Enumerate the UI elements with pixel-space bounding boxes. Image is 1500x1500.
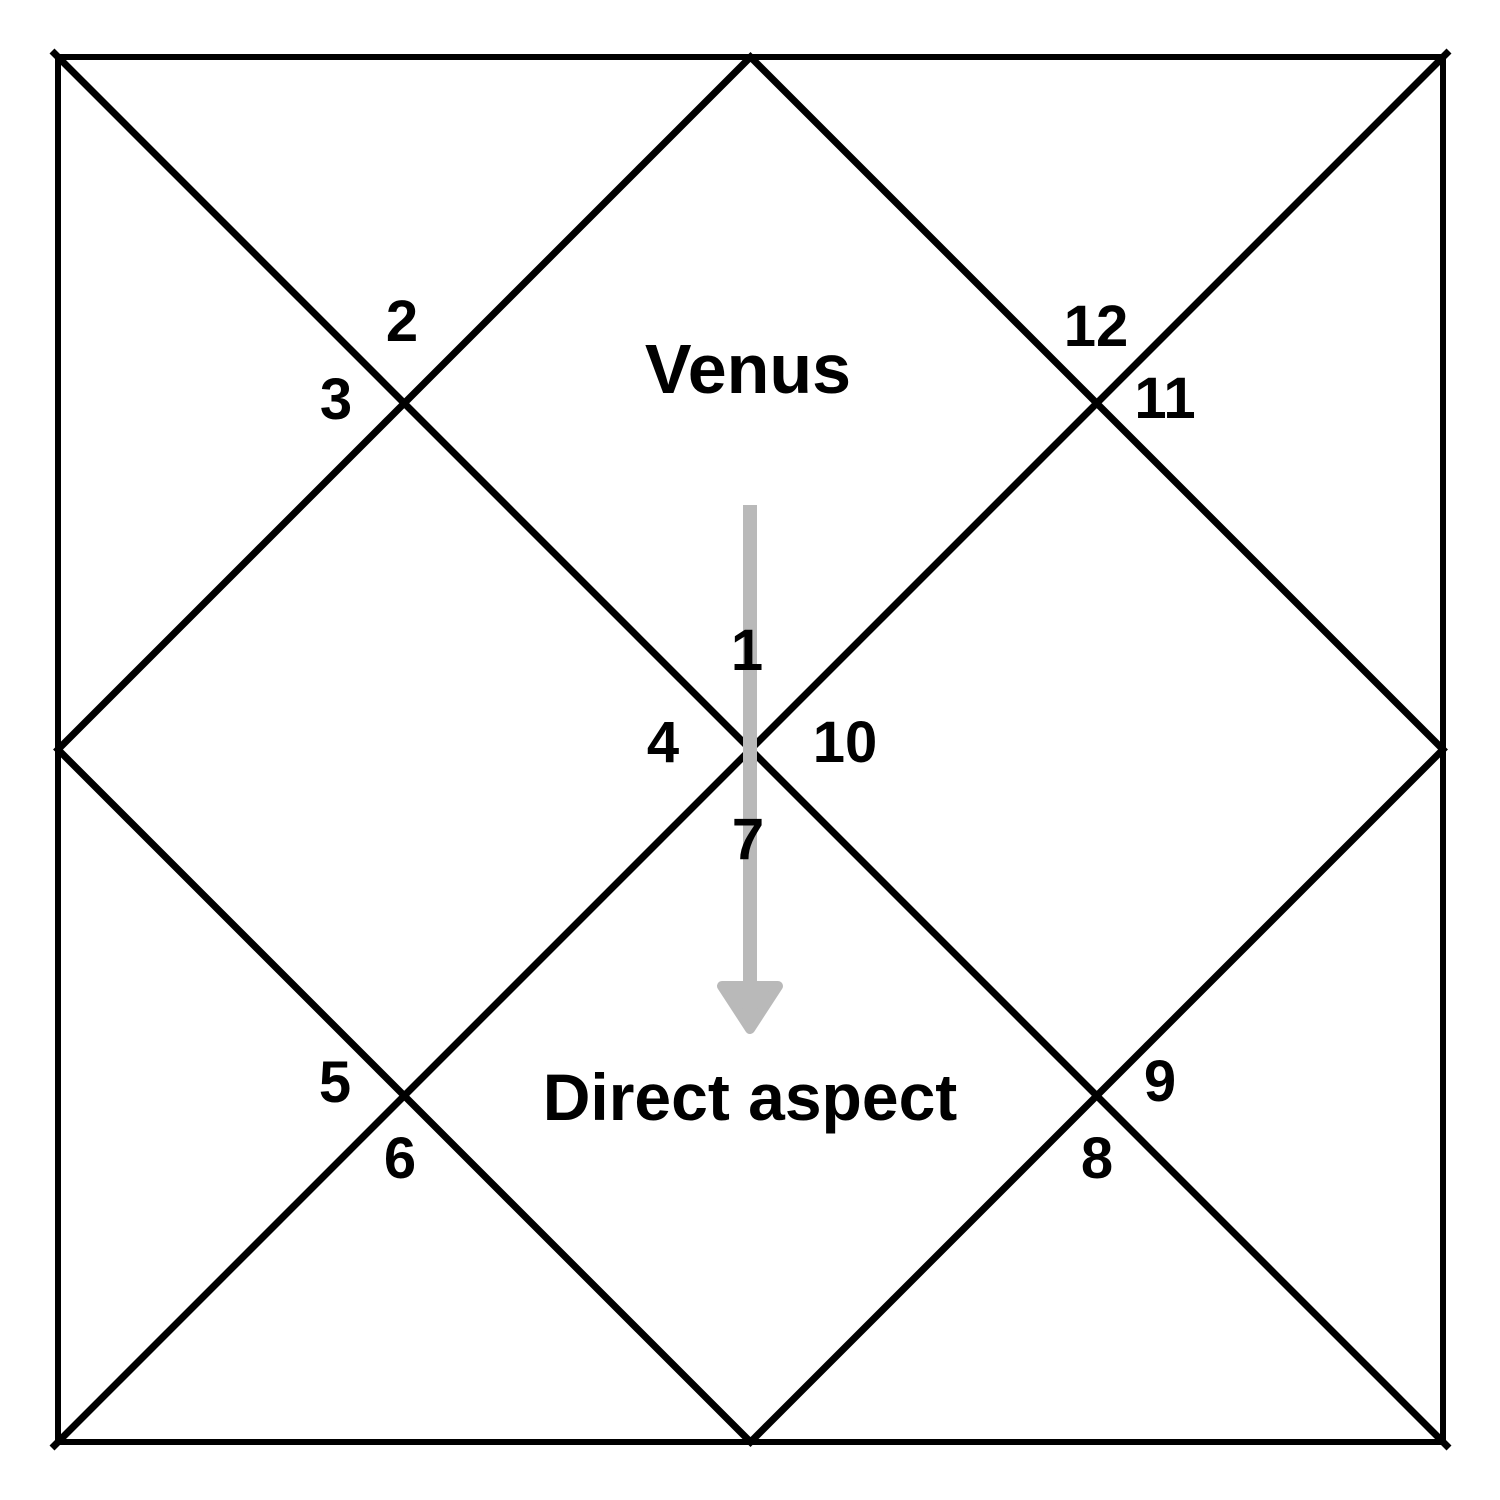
inner-diamond — [53, 52, 1448, 1447]
house-label-11: 11 — [1134, 366, 1196, 431]
house-label-7: 7 — [731, 807, 765, 872]
house-label-12: 12 — [1063, 294, 1129, 359]
house-label-10: 10 — [812, 710, 878, 775]
house-label-1: 1 — [730, 618, 764, 683]
down-arrow-head — [717, 981, 783, 1034]
planet-label: Venus — [644, 330, 852, 408]
house-label-3: 3 — [319, 367, 353, 432]
house-label-5: 5 — [318, 1050, 352, 1115]
house-label-2: 2 — [385, 289, 419, 354]
down-arrow-icon — [717, 505, 783, 1034]
house-label-8: 8 — [1080, 1126, 1114, 1191]
house-label-6: 6 — [383, 1126, 417, 1191]
aspect-label: Direct aspect — [542, 1060, 958, 1134]
house-label-9: 9 — [1143, 1049, 1177, 1114]
house-label-4: 4 — [646, 710, 680, 775]
